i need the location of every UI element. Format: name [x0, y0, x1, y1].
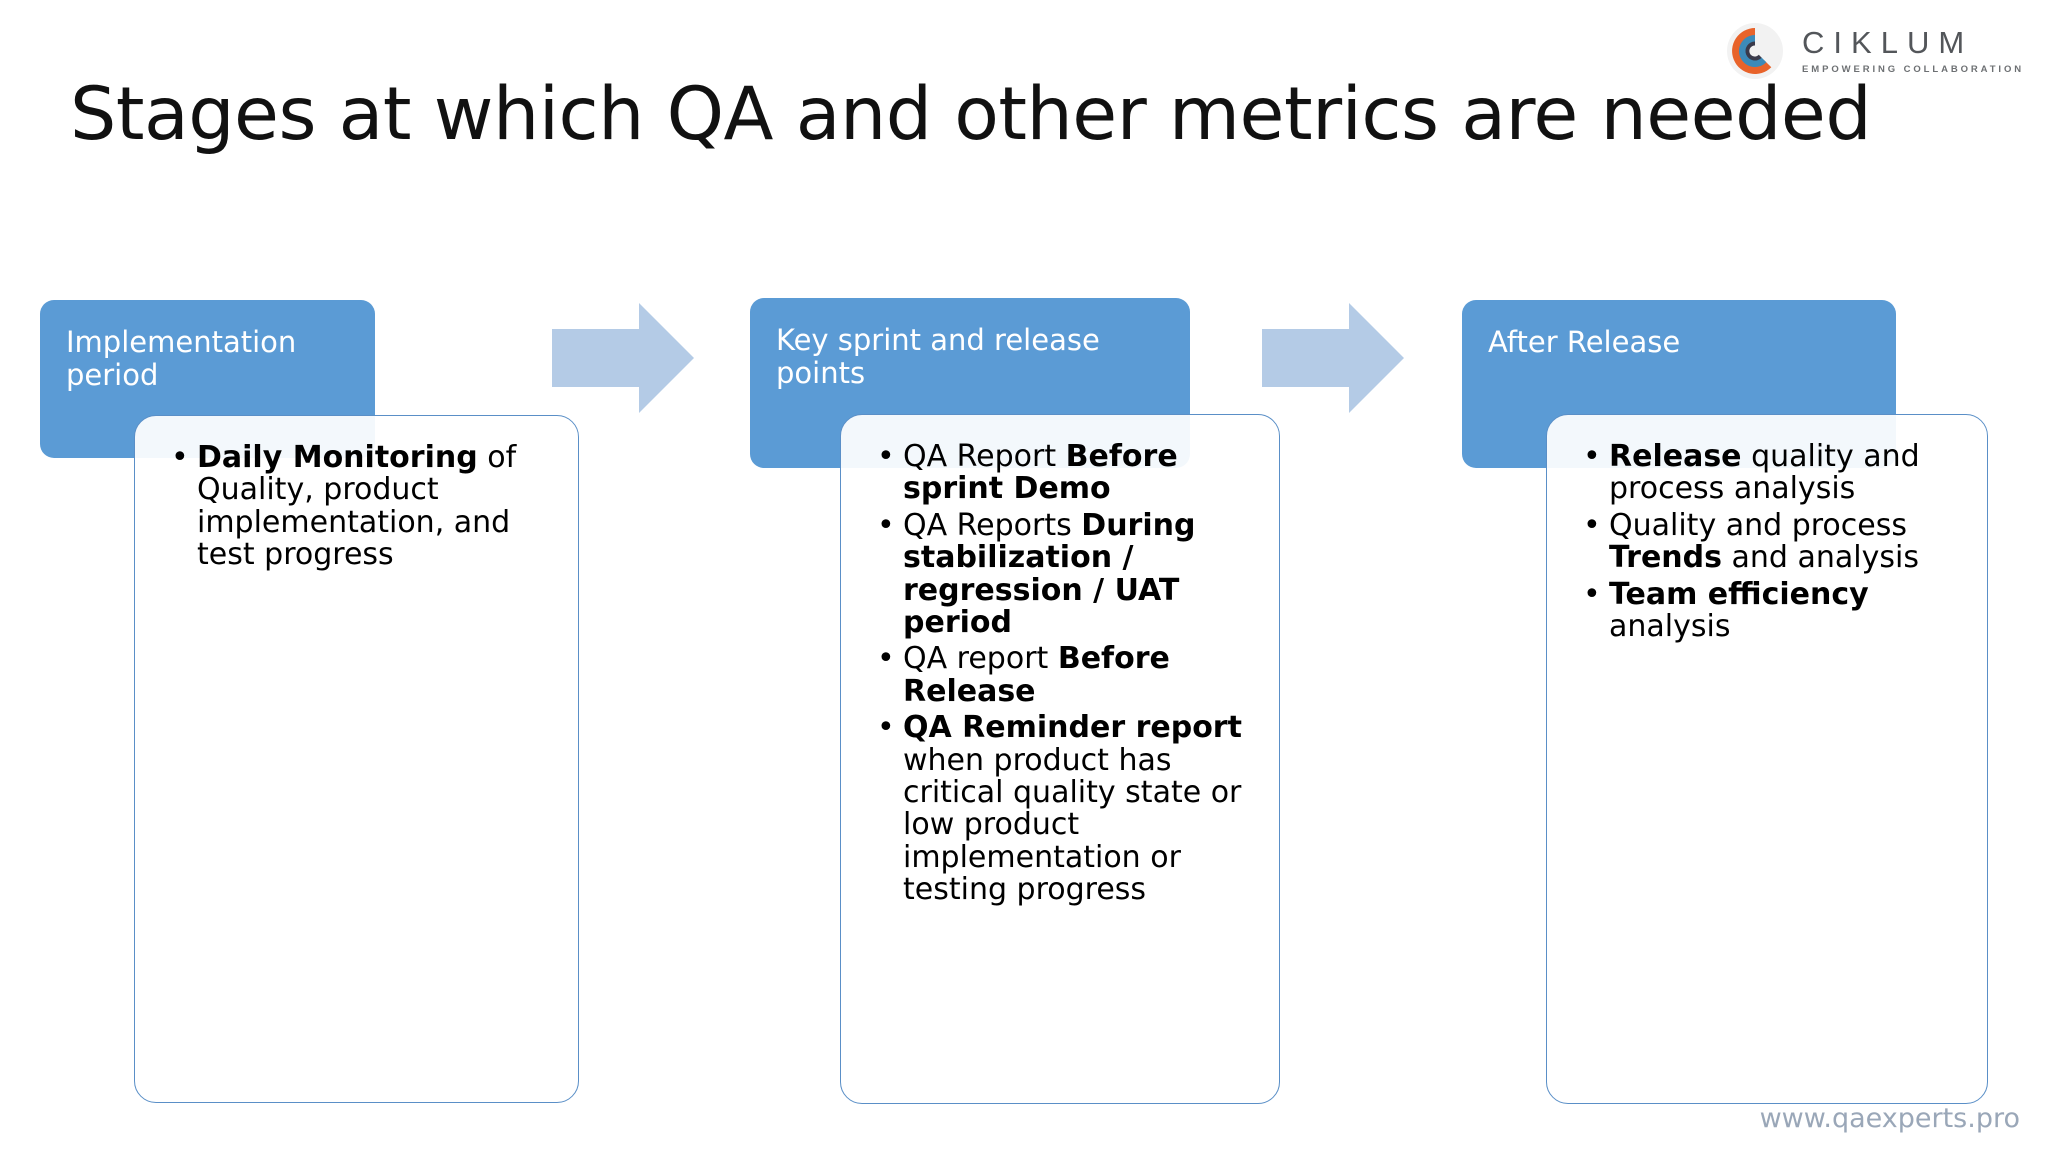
list-item: QA Reminder report when product has crit…: [877, 710, 1261, 908]
bullet-text: Quality and process: [1609, 507, 1907, 543]
bullet-emphasis: Release: [1609, 439, 1742, 474]
arrow-stage-2-to-3: [1262, 303, 1404, 413]
list-item: QA report Before Release: [877, 641, 1261, 709]
bullet-emphasis: Before sprint Demo: [903, 439, 1178, 507]
bullet-list: Release quality and process analysisQual…: [1565, 439, 1969, 644]
bullet-emphasis: Team efficiency: [1609, 576, 1869, 612]
list-item: QA Report Before sprint Demo: [877, 439, 1261, 507]
brand-wordmark: CIKLUM EMPOWERING COLLABORATION: [1802, 27, 2024, 75]
stage-header-label: After Release: [1488, 325, 1681, 359]
bullet-text: QA Report: [903, 439, 1066, 474]
stage-card-after-release: Release quality and process analysisQual…: [1546, 414, 1988, 1104]
bullet-emphasis: Daily Monitoring: [197, 440, 478, 475]
bullet-text: and analysis: [1722, 540, 1919, 576]
bullet-text: quality and process analysis: [1609, 439, 1920, 507]
stage-card-implementation-period: Daily Monitoring of Quality, product imp…: [134, 415, 579, 1103]
stage-header-label: Implementation period: [66, 325, 297, 393]
stage-header-label: Key sprint and release points: [776, 323, 1100, 391]
stage-card-key-sprint-and-release-points: QA Report Before sprint DemoQA Reports D…: [840, 414, 1280, 1104]
footer-url: www.qaexperts.pro: [1759, 1103, 2020, 1134]
bullet-text: when product has critical quality state …: [903, 742, 1242, 908]
brand-logo: CIKLUM EMPOWERING COLLABORATION: [1726, 22, 2024, 80]
bullet-list: QA Report Before sprint DemoQA Reports D…: [859, 439, 1261, 908]
bullet-emphasis: QA Reminder report: [903, 710, 1242, 746]
brand-tagline: EMPOWERING COLLABORATION: [1802, 64, 2024, 76]
bullet-emphasis: During stabilization / regression / UAT …: [903, 507, 1196, 640]
list-item: Quality and process Trends and analysis: [1583, 507, 1969, 576]
ciklum-c-logo-icon: [1726, 22, 1784, 80]
list-item: Team efficiency analysis: [1583, 576, 1969, 644]
bullet-text: of Quality, product implementation, and …: [197, 440, 517, 573]
bullet-text: QA Reports: [903, 507, 1082, 543]
page-title: Stages at which QA and other metrics are…: [70, 72, 1872, 157]
list-item: Release quality and process analysis: [1583, 439, 1969, 507]
bullet-list: Daily Monitoring of Quality, product imp…: [153, 440, 560, 573]
brand-name: CIKLUM: [1802, 25, 1974, 61]
arrow-stage-1-to-2: [552, 303, 694, 413]
bullet-emphasis: Trends: [1609, 540, 1722, 576]
list-item: QA Reports During stabilization / regres…: [877, 507, 1261, 640]
bullet-text: analysis: [1609, 608, 1731, 644]
bullet-emphasis: Before Release: [903, 641, 1170, 709]
list-item: Daily Monitoring of Quality, product imp…: [171, 440, 560, 573]
bullet-text: QA report: [903, 641, 1058, 677]
